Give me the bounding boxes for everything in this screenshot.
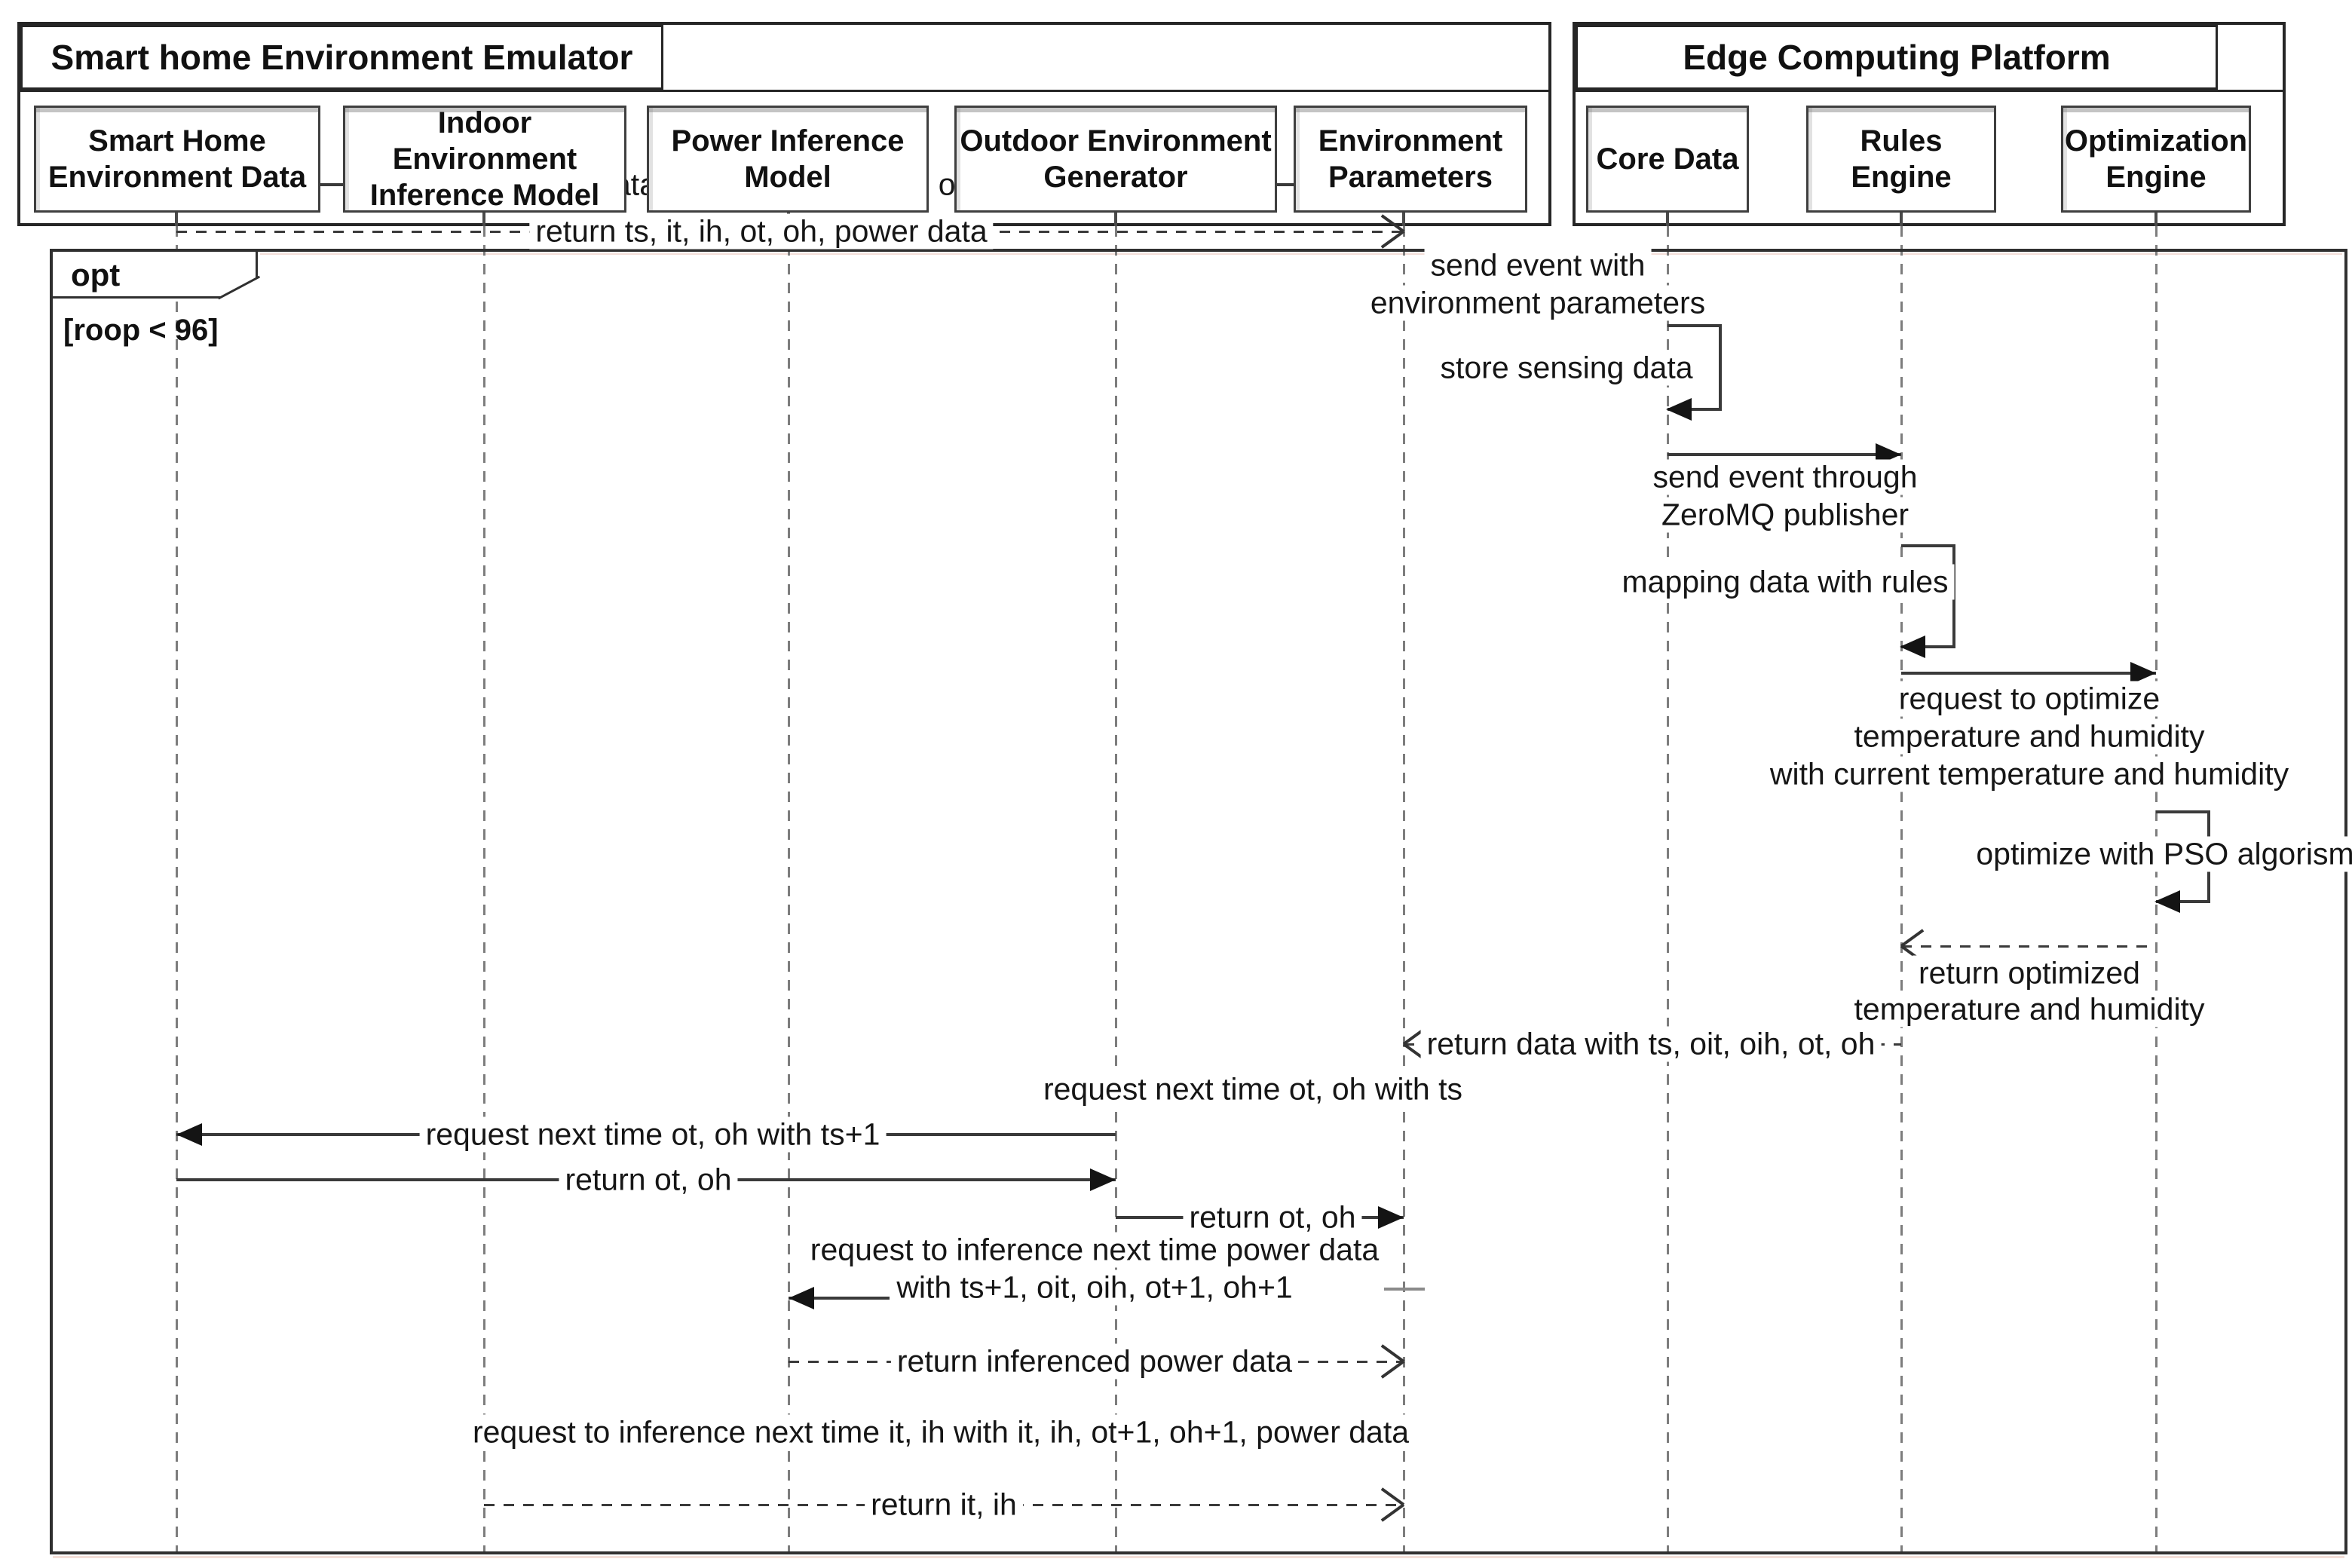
message-label-m9-line0: return optimized: [1913, 955, 2146, 991]
message-line-m5: [1668, 453, 1901, 456]
message-line-m7: [1901, 672, 2156, 675]
open-arrowhead-icon-m16-stroke: [1380, 1344, 1405, 1363]
actor-box-re: Rules Engine: [1806, 106, 1996, 213]
lifeline-pim: [788, 226, 790, 1554]
arrowhead-icon-m14: [1378, 1206, 1404, 1229]
message-label-m18: return it, ih: [865, 1487, 1023, 1523]
message-label-m13: return ot, oh: [559, 1162, 738, 1198]
open-arrowhead-icon-m2: [1372, 214, 1405, 249]
arrowhead-icon-m6: [1900, 635, 1925, 658]
message-label-m4: store sensing data: [1434, 350, 1699, 386]
message-label-m7-line2: with current temperature and humidity: [1763, 756, 2295, 792]
opt-fragment: [50, 249, 2347, 1554]
message-label-m5-line0: send event through: [1646, 459, 1924, 495]
actor-box-ep: Environment Parameters: [1294, 106, 1527, 213]
lifeline-oeg: [1115, 226, 1117, 1554]
message-label-m7-line0: request to optimize: [1892, 681, 2167, 717]
emulator-frame-title: Smart home Environment Emulator: [20, 25, 663, 90]
message-label-m6: mapping data with rules: [1615, 564, 1955, 600]
self-message-loop-m4: [1668, 324, 1722, 411]
message-label-m9-line1: temperature and humidity: [1848, 991, 2211, 1027]
arrowhead-icon-m13: [1090, 1168, 1116, 1191]
arrowhead-icon-m12: [176, 1123, 202, 1146]
message-label-m7-line1: temperature and humidity: [1848, 718, 2211, 755]
actor-box-oeg: Outdoor Environment Generator: [954, 106, 1277, 213]
lifeline-cd: [1667, 226, 1669, 1554]
arrowhead-icon-m15: [789, 1287, 814, 1309]
open-arrowhead-icon-m16-stroke: [1380, 1360, 1405, 1379]
lifeline-ieim: [483, 226, 485, 1554]
open-arrowhead-icon-m16: [1372, 1344, 1405, 1379]
message-label-m15-line1: with ts+1, oit, oih, ot+1, oh+1: [890, 1269, 1299, 1306]
actor-box-ieim: Indoor Environment Inference Model: [343, 106, 626, 213]
opt-guard-label: [roop < 96]: [63, 314, 219, 347]
message-line-m15: [789, 1297, 890, 1300]
actor-box-cd: Core Data: [1586, 106, 1749, 213]
open-arrowhead-icon-m9-stroke: [1900, 929, 1925, 948]
open-arrowhead-icon-m18: [1372, 1487, 1405, 1522]
arrowhead-icon-m8: [2154, 890, 2180, 913]
actor-box-shed: Smart Home Environment Data: [34, 106, 320, 213]
lifeline-ep: [1403, 226, 1405, 1554]
opt-fragment-tab: [53, 252, 258, 299]
message-label-m17-line0: request to inference next time it, ih wi…: [466, 1414, 1416, 1450]
message-label-m5-line1: ZeroMQ publisher: [1655, 497, 1916, 533]
lifeline-stub-shed: [175, 213, 178, 226]
lifeline-stub-cd: [1666, 213, 1669, 226]
lifeline-stub-ieim: [482, 213, 485, 226]
arrowhead-icon-m7: [2130, 662, 2156, 684]
lifeline-stub-oeg: [1114, 213, 1117, 226]
message-label-m16: return inferenced power data: [890, 1343, 1299, 1380]
edge-title-separator: [1573, 90, 2286, 92]
edge-frame: [1573, 22, 2286, 226]
open-arrowhead-icon-m18-stroke: [1380, 1503, 1405, 1522]
open-arrowhead-icon-m18-stroke: [1380, 1487, 1405, 1506]
opt-operator-label: opt: [71, 257, 121, 292]
lifeline-stub-re: [1900, 213, 1903, 226]
lifeline-re: [1900, 226, 1903, 1554]
lifeline-shed: [176, 226, 178, 1554]
message-label-m10: return data with ts, oit, oih, ot, oh: [1420, 1026, 1882, 1062]
message-hook-m15: [1384, 1288, 1425, 1291]
message-label-m11-line0: request next time ot, oh with ts: [1037, 1071, 1469, 1107]
message-label-m14: return ot, oh: [1183, 1199, 1362, 1236]
open-arrowhead-icon-m2-stroke: [1380, 214, 1405, 233]
edge-frame-title: Edge Computing Platform: [1576, 25, 2218, 90]
message-label-m15-line0: request to inference next time power dat…: [804, 1232, 1386, 1268]
message-label-m12: request next time ot, oh with ts+1: [419, 1116, 887, 1153]
message-label-m2: return ts, it, ih, ot, oh, power data: [529, 213, 994, 250]
fragment-accent-top: [260, 253, 2342, 255]
message-line-m9: [1901, 945, 2156, 948]
actor-box-oe: Optimization Engine: [2061, 106, 2251, 213]
open-arrowhead-icon-m2-stroke: [1380, 230, 1405, 249]
lifeline-stub-ep: [1402, 213, 1405, 226]
emulator-title-separator: [17, 90, 1551, 92]
arrowhead-icon-m4: [1666, 398, 1692, 421]
message-label-m3-line1: environment parameters: [1364, 285, 1712, 321]
actor-box-pim: Power Inference Model: [647, 106, 929, 213]
fragment-accent-bottom: [53, 1556, 2344, 1558]
message-label-m3-line0: send event with: [1424, 247, 1652, 283]
lifeline-stub-oe: [2154, 213, 2158, 226]
message-label-m8: optimize with PSO algorism: [1970, 836, 2352, 872]
